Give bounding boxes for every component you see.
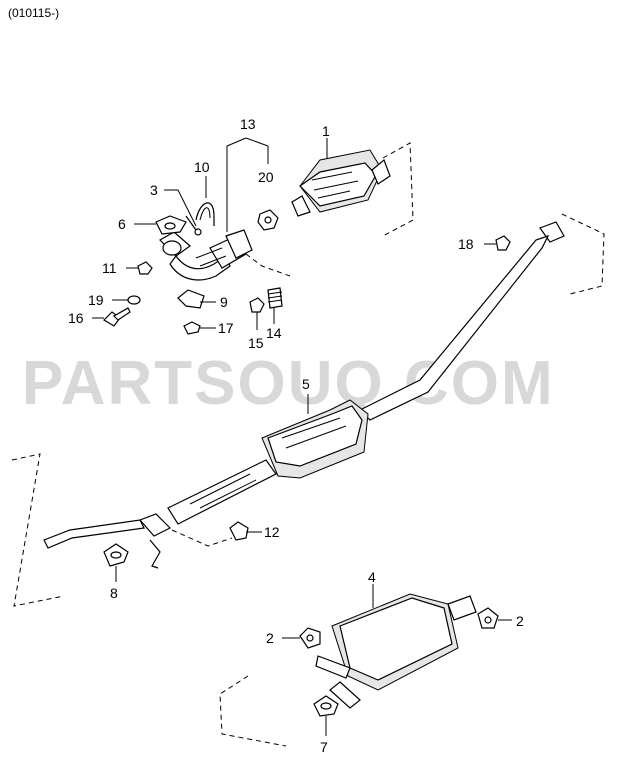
callout-12: 12 bbox=[264, 524, 280, 540]
center-pipe-dash-left bbox=[11, 453, 65, 607]
nut-20-part[interactable] bbox=[257, 209, 279, 231]
callout-15: 15 bbox=[248, 335, 264, 351]
leader-3 bbox=[164, 189, 197, 227]
gasket-6-part[interactable] bbox=[155, 215, 187, 235]
converter-dash-box bbox=[382, 142, 414, 237]
hanger-dash bbox=[171, 529, 233, 547]
callout-14: 14 bbox=[266, 325, 282, 341]
center-pipe-dash-right bbox=[561, 213, 605, 295]
bracket-9-part[interactable] bbox=[177, 289, 205, 309]
bracket-13 bbox=[226, 137, 269, 232]
gasket-8-part[interactable] bbox=[103, 543, 129, 567]
callout-16: 16 bbox=[68, 310, 84, 326]
gasket-7-part[interactable] bbox=[313, 695, 339, 717]
rear-muffler-part[interactable] bbox=[315, 593, 477, 709]
callout-17: 17 bbox=[218, 320, 234, 336]
spring-14-part[interactable] bbox=[267, 287, 283, 309]
callout-18: 18 bbox=[458, 236, 474, 252]
hanger-12-part[interactable] bbox=[229, 521, 249, 541]
model-code: (010115-) bbox=[8, 6, 59, 20]
callout-8: 8 bbox=[110, 585, 118, 601]
nut-17-part[interactable] bbox=[183, 321, 201, 335]
nut-18-part[interactable] bbox=[495, 235, 511, 251]
washer-19-part[interactable] bbox=[127, 295, 141, 305]
front-pipe-part[interactable] bbox=[159, 229, 253, 281]
callout-13: 13 bbox=[240, 116, 256, 132]
front-pipe-dash bbox=[245, 253, 291, 277]
center-muffler-part[interactable] bbox=[43, 221, 565, 569]
callout-11: 11 bbox=[102, 260, 117, 276]
nut-11-part[interactable] bbox=[137, 261, 153, 275]
watermark-text: PARTSOUQ.COM bbox=[22, 349, 555, 418]
hose-10-part[interactable] bbox=[195, 202, 215, 226]
hanger-2-left-part[interactable] bbox=[299, 627, 321, 649]
callout-7: 7 bbox=[320, 739, 328, 755]
hanger-2-right-part[interactable] bbox=[477, 607, 499, 629]
callout-19: 19 bbox=[88, 292, 104, 308]
bolt-16-part[interactable] bbox=[103, 307, 131, 327]
catalytic-converter-part[interactable] bbox=[291, 149, 391, 217]
callout-20: 20 bbox=[258, 169, 274, 185]
callout-3: 3 bbox=[150, 182, 158, 198]
rear-muffler-dash bbox=[219, 675, 287, 747]
callout-5: 5 bbox=[302, 376, 310, 392]
callout-2-left: 2 bbox=[266, 630, 274, 646]
callout-9: 9 bbox=[220, 294, 228, 310]
callout-1: 1 bbox=[322, 123, 330, 139]
stud-3-part[interactable] bbox=[185, 215, 202, 236]
callout-2-right: 2 bbox=[516, 613, 524, 629]
callout-10: 10 bbox=[194, 159, 210, 175]
nut-15-part[interactable] bbox=[249, 297, 265, 313]
callout-4: 4 bbox=[368, 569, 376, 585]
callout-6: 6 bbox=[118, 216, 126, 232]
